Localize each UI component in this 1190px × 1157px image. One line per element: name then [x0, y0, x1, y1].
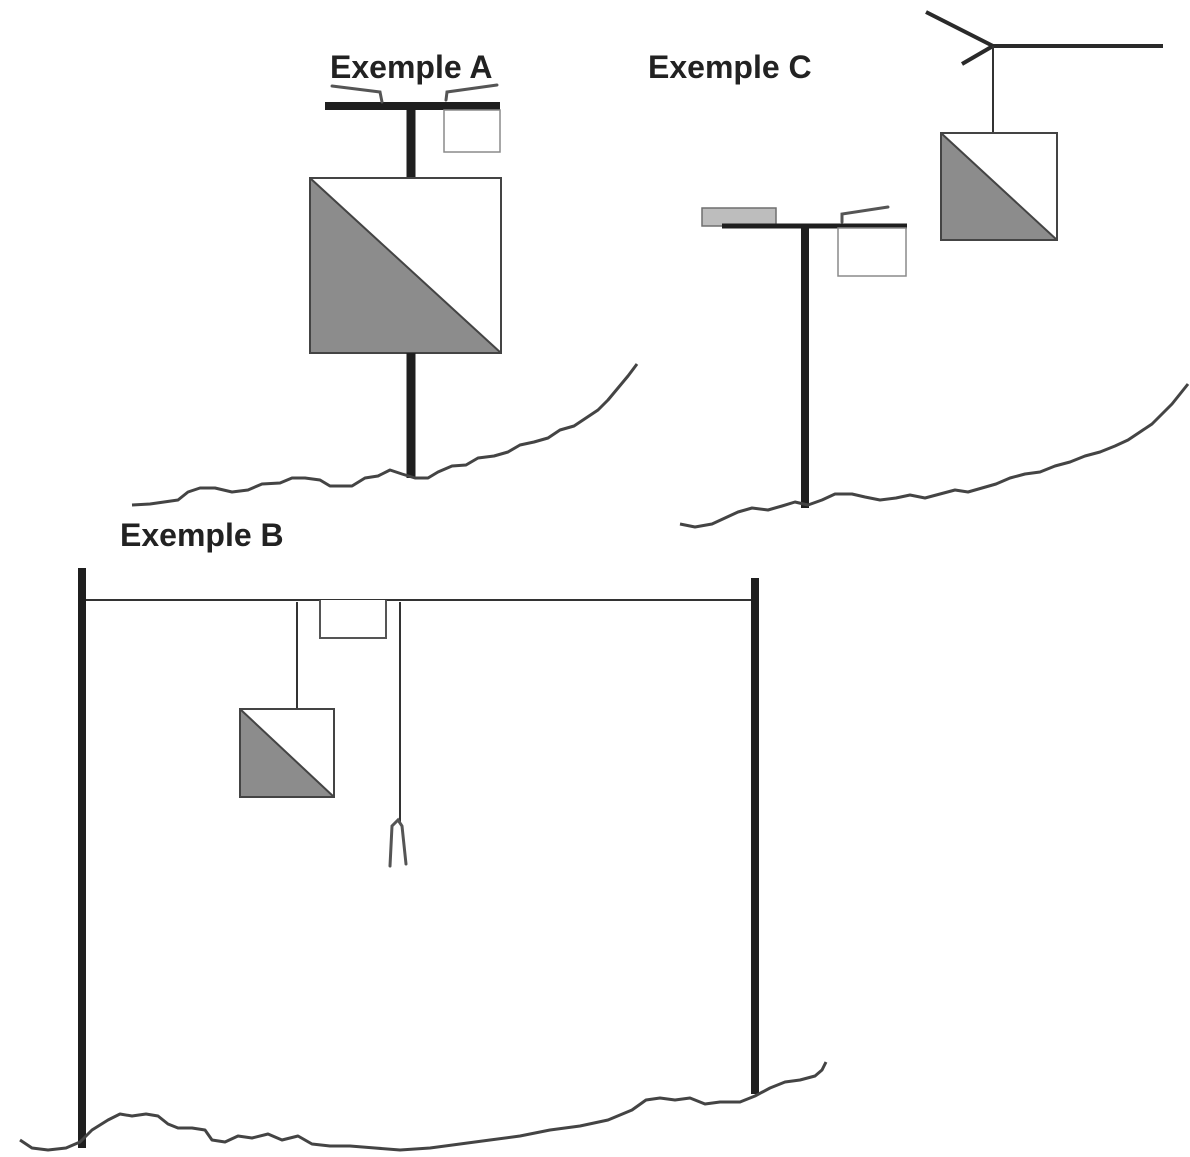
punch-b	[388, 817, 408, 868]
control-card	[443, 109, 501, 153]
example-a-label: Exemple A	[330, 49, 492, 85]
control-flag-b	[239, 708, 335, 798]
example-a: Exemple A	[131, 49, 639, 507]
punch-c	[840, 205, 890, 224]
ground-line-a	[131, 363, 639, 507]
control-flag-a	[309, 177, 502, 354]
branch-twig-lower	[960, 44, 995, 66]
punch-right	[444, 83, 499, 102]
example-b: Exemple B	[19, 517, 828, 1152]
branch-twig-upper	[925, 10, 994, 48]
control-card-b	[319, 600, 387, 639]
ground-line-c	[679, 383, 1190, 529]
punch-left	[330, 84, 384, 104]
gray-marker	[701, 207, 777, 227]
example-c-label: Exemple C	[648, 49, 812, 85]
control-flag-c	[940, 132, 1058, 241]
control-card-c	[837, 227, 907, 277]
ground-line-b	[19, 1061, 828, 1152]
example-b-label: Exemple B	[120, 517, 284, 553]
example-c: Exemple C	[648, 10, 1190, 529]
